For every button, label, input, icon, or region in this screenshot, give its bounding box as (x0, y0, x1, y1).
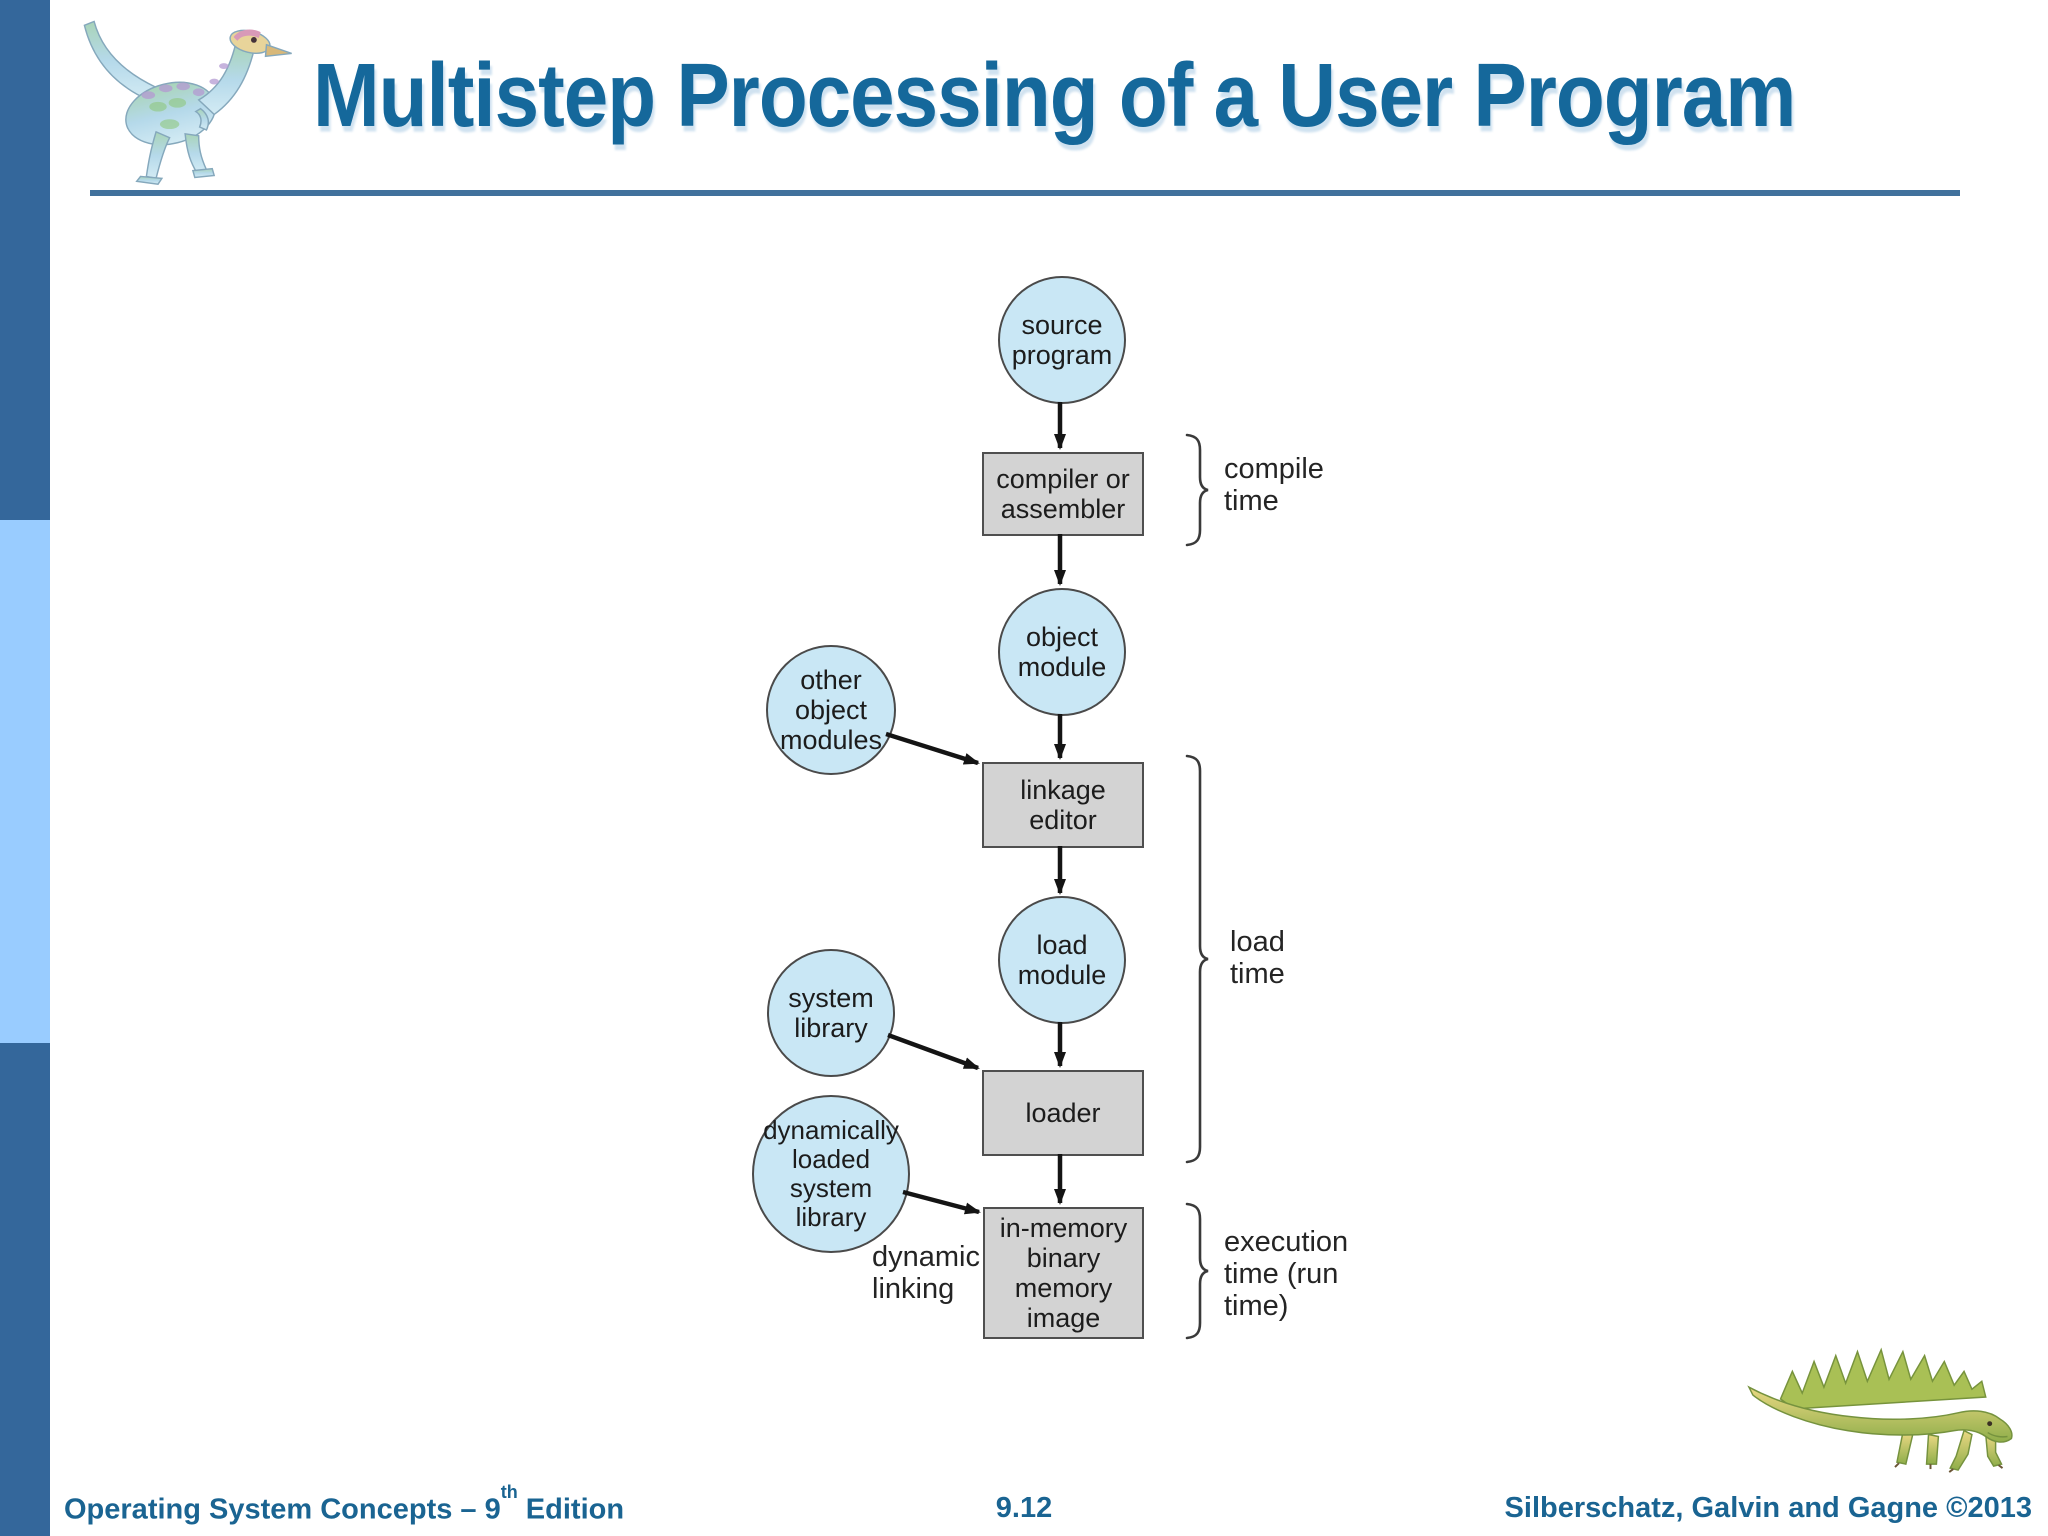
node-in-memory-binary-image: in-memory binary memory image (983, 1207, 1144, 1339)
compile-time-brace (1185, 433, 1209, 547)
sidebar-band-middle (0, 520, 50, 1043)
sidebar-band-top (0, 0, 50, 520)
node-object-module: object module (998, 588, 1126, 716)
arrow-system-library-to-loader (887, 1032, 980, 1071)
node-other-object-modules: other object modules (766, 645, 896, 775)
footer-book-title-prefix: Operating System Concepts – 9 (64, 1493, 501, 1526)
title-underline (90, 190, 1960, 196)
page-title: Multistep Processing of a User Program (313, 45, 1796, 145)
node-linkage-editor: linkage editor (982, 762, 1144, 848)
execution-time-label: execution time (run time) (1224, 1226, 1349, 1322)
slide-page-number: 9.12 (995, 1492, 1053, 1524)
node-source-program: source program (998, 276, 1126, 404)
dinosaur-sailback-icon (1747, 1347, 2013, 1473)
footer-ordinal-suffix: th (500, 1482, 518, 1502)
footer-book-title-suffix: Edition (517, 1493, 625, 1526)
node-compiler-or-assembler: compiler or assembler (982, 452, 1144, 536)
execution-time-brace (1185, 1202, 1209, 1340)
arrow-dynamic-library-to-in-memory-image (902, 1189, 981, 1215)
footer-authors-copyright: Silberschatz, Galvin and Gagne ©2013 (1504, 1492, 2032, 1524)
compile-time-label: compile time (1224, 453, 1324, 517)
sail-spikes (1779, 1347, 1987, 1410)
arrow-other-modules-to-linkage-editor (885, 731, 980, 766)
load-time-brace (1185, 754, 1209, 1164)
load-time-label: load time (1230, 926, 1285, 990)
node-load-module: load module (998, 896, 1126, 1024)
node-system-library: system library (767, 949, 895, 1077)
sidebar-band-bottom (0, 1043, 50, 1536)
node-loader: loader (982, 1070, 1144, 1156)
dinosaur-theropod-icon (83, 20, 292, 185)
dynamic-linking-label: dynamic linking (872, 1241, 980, 1305)
footer-book-title: Operating System Concepts – 9th Edition (64, 1482, 625, 1527)
node-dynamically-loaded-system-library: dynamically loaded system library (752, 1095, 910, 1253)
